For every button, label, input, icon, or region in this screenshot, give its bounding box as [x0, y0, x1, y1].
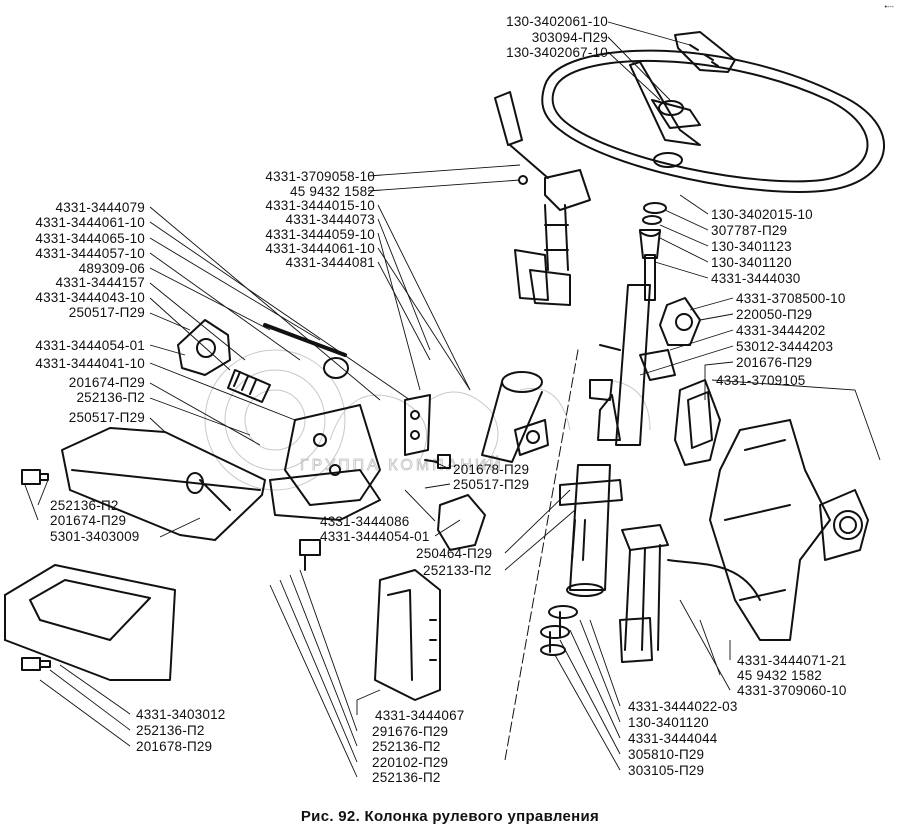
- part-label: 4331-3444071-21: [737, 653, 847, 668]
- part-label: 201676-П29: [736, 355, 813, 370]
- part-label: 4331-3444043-10: [35, 290, 145, 305]
- part-label: 130-3401120: [711, 255, 792, 270]
- part-label: 201674-П29: [50, 513, 127, 528]
- part-label: 303105-П29: [628, 763, 705, 778]
- part-label: 303094-П29: [531, 30, 608, 45]
- part-label: 252136-П2: [50, 498, 119, 513]
- light-switch-knob: [820, 490, 868, 560]
- part-label: 252136-П2: [372, 739, 441, 754]
- part-label: 250464-П29: [416, 546, 493, 561]
- leader-lines: [25, 22, 880, 777]
- bolts: [22, 455, 450, 670]
- part-label: 220102-П29: [372, 755, 449, 770]
- part-label: 4331-3709060-10: [737, 683, 847, 698]
- part-label: 252136-П2: [372, 770, 441, 785]
- part-label: 305810-П29: [628, 747, 705, 762]
- part-label: 4331-3403012: [136, 707, 226, 722]
- part-label: 4331-3444057-10: [35, 246, 145, 261]
- steering-wheel: [542, 51, 884, 192]
- part-label: 5301-3403009: [50, 529, 140, 544]
- steering-column-cover-shroud: [5, 565, 175, 680]
- part-label: 4331-3444073: [285, 212, 375, 227]
- tilt-lock-knob: [178, 320, 230, 375]
- wiper-switch: [620, 525, 760, 662]
- column-housing: [482, 372, 548, 462]
- part-label: 489309-06: [78, 261, 145, 276]
- part-label: 4331-3444202: [736, 323, 826, 338]
- steering-shaft: [590, 203, 666, 445]
- watermark: [205, 350, 650, 490]
- part-label: 4331-3444044: [628, 731, 718, 746]
- part-label: 4331-3709058-10: [265, 169, 375, 184]
- part-label: 4331-3444081: [285, 255, 375, 270]
- part-label: 4331-3709105: [716, 373, 806, 388]
- part-label: 45 9432 1582: [290, 184, 375, 199]
- corner-mark: •‑‑‑: [884, 4, 894, 11]
- instrument-cluster-housing: [675, 380, 830, 640]
- part-label: 45 9432 1582: [737, 668, 822, 683]
- ignition-switch: [640, 298, 700, 380]
- spring-assembly: [228, 325, 348, 402]
- part-label: 250517-П29: [68, 305, 145, 320]
- part-label: 4331-3444054-01: [35, 338, 145, 353]
- part-label: 130-3401120: [628, 715, 709, 730]
- figure-caption: Рис. 92. Колонка рулевого управления: [300, 808, 600, 825]
- part-label: 130-3402061-10: [506, 14, 608, 29]
- adjuster-cap: [438, 495, 485, 550]
- part-label: 250517-П29: [68, 410, 145, 425]
- part-label: 4331-3444061-10: [265, 241, 375, 256]
- part-label: 130-3402015-10: [711, 207, 813, 222]
- part-label: 4331-3444041-10: [35, 356, 145, 371]
- column-axis-line: [505, 350, 578, 760]
- part-label: 130-3402067-10: [506, 45, 608, 60]
- part-label: 201674-П29: [68, 375, 145, 390]
- part-label: 4331-3444079: [55, 200, 145, 215]
- part-label: 130-3401123: [711, 239, 792, 254]
- part-label: 4331-3444157: [55, 275, 145, 290]
- part-label: 4331-3444086: [320, 514, 410, 529]
- part-label: 4331-3444054-01: [320, 529, 430, 544]
- part-label: 250517-П29: [453, 477, 530, 492]
- part-label: 4331-3444015-10: [265, 198, 375, 213]
- part-label: 53012-3444203: [736, 339, 834, 354]
- part-label: 252136-П2: [136, 723, 205, 738]
- horn-button-pad: [675, 32, 735, 72]
- mounting-bracket: [270, 395, 430, 520]
- part-label: 4331-3444065-10: [35, 231, 145, 246]
- part-label: 4331-3444067: [375, 708, 465, 723]
- part-label: 252133-П2: [423, 563, 492, 578]
- part-label: 201678-П29: [453, 462, 530, 477]
- steering-column-cover-lower: [62, 428, 265, 540]
- part-label: 220050-П29: [736, 307, 813, 322]
- part-label: 291676-П29: [372, 724, 449, 739]
- steering-column-cover-upper: [375, 570, 440, 700]
- part-label: 4331-3444030: [711, 271, 801, 286]
- turn-signal-switch: [495, 92, 590, 305]
- part-label: 252136-П2: [76, 390, 145, 405]
- part-label: 4331-3444022-03: [628, 699, 738, 714]
- part-label: 4331-3444061-10: [35, 215, 145, 230]
- part-label: 4331-3444059-10: [265, 227, 375, 242]
- lower-column-tube: [541, 465, 622, 655]
- part-label: 4331-3708500-10: [736, 291, 846, 306]
- part-label: 201678-П29: [136, 739, 213, 754]
- part-label: 307787-П29: [711, 223, 788, 238]
